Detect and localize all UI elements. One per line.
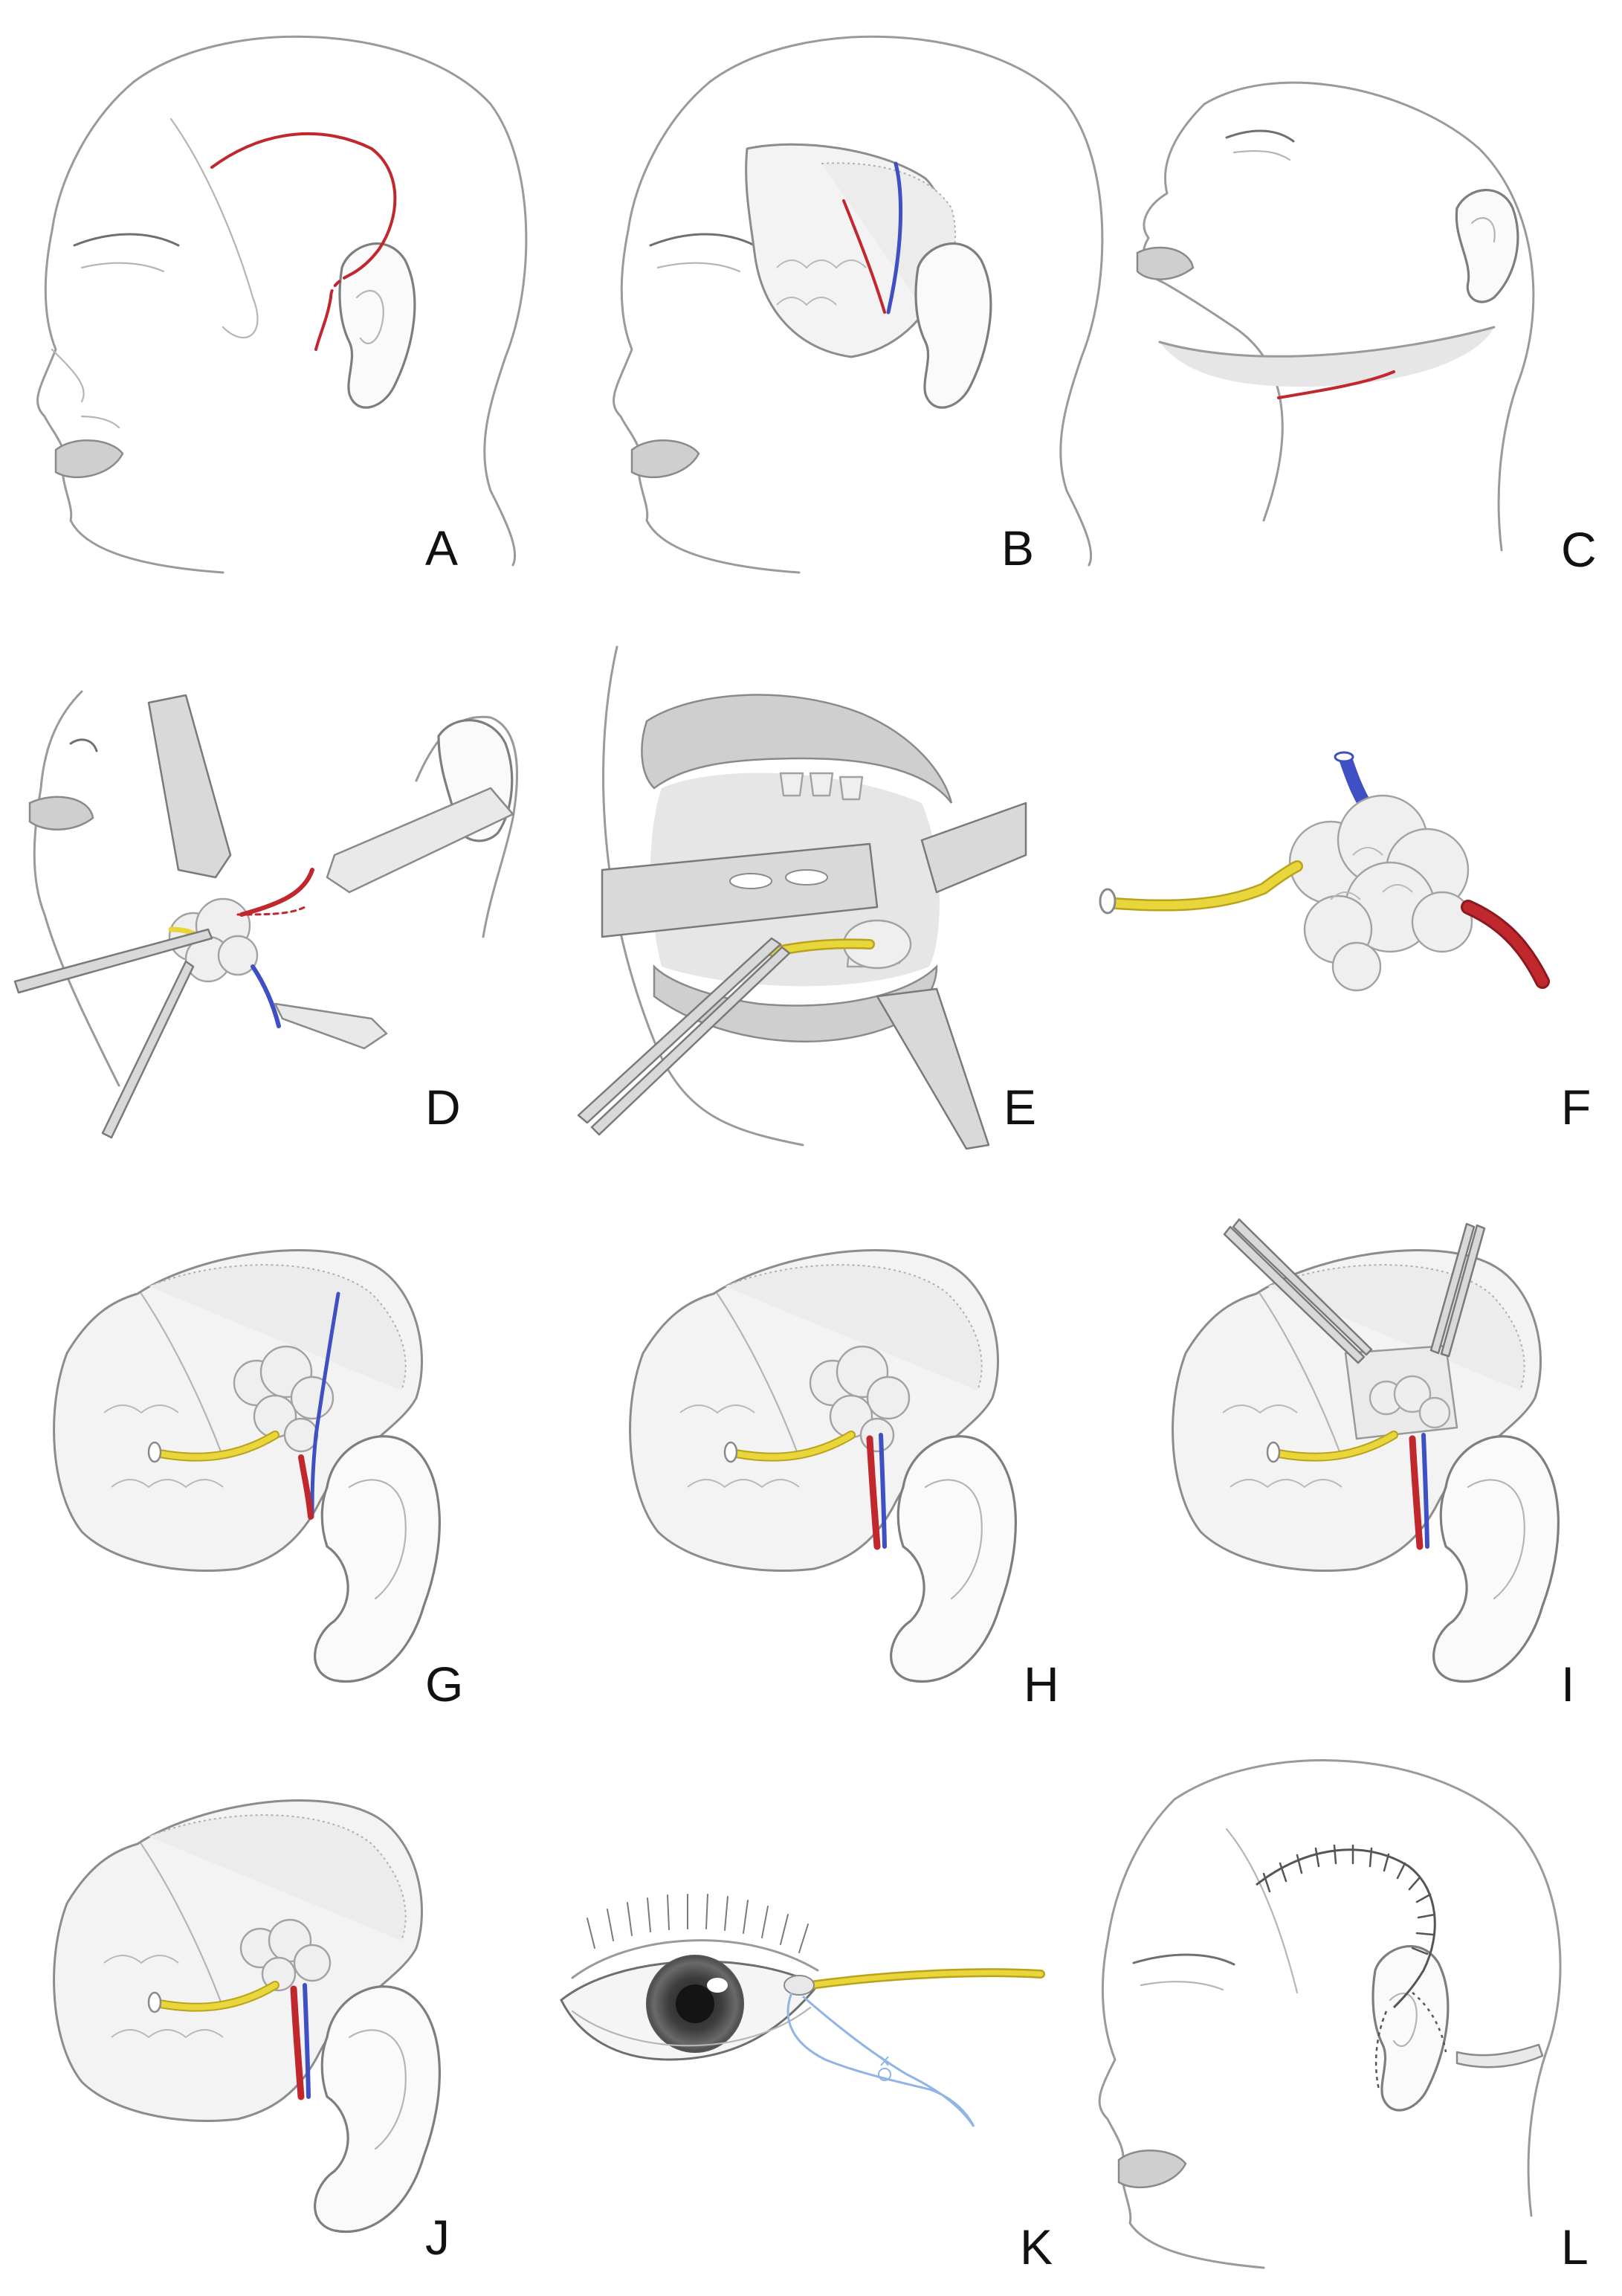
panel-label-e: E [1004, 1080, 1036, 1135]
panel-k: K [560, 1894, 1053, 2274]
suture [786, 1992, 975, 2127]
artery [290, 1985, 305, 2100]
panel-label-j: J [425, 2210, 450, 2265]
vein [303, 1983, 311, 2099]
sutured-incision [1256, 1848, 1436, 2009]
retractor [601, 842, 879, 938]
vein [879, 1433, 887, 1549]
panel-g: G [53, 1248, 463, 1712]
panel-label-f: F [1561, 1080, 1591, 1135]
panel-e: E [577, 645, 1036, 1150]
drain-tube [1455, 2043, 1544, 2068]
retractor [920, 802, 1027, 894]
artery [239, 868, 314, 917]
panel-label-d: D [425, 1080, 461, 1135]
gland [1288, 794, 1473, 992]
artery [866, 1435, 881, 1550]
forceps [1429, 1222, 1476, 1355]
vein [310, 1292, 340, 1519]
forceps [1223, 1225, 1366, 1364]
panel-i: I [1172, 1218, 1574, 1712]
artery [1409, 1435, 1424, 1550]
tweezers [577, 937, 782, 1124]
panel-label-i: I [1561, 1657, 1574, 1712]
gland [239, 1918, 332, 1992]
panel-label-c: C [1561, 522, 1597, 577]
panel-h: H [629, 1248, 1059, 1712]
panel-c: C [1136, 81, 1597, 577]
neck-incision-line [1277, 370, 1395, 399]
panel-j: J [53, 1799, 450, 2265]
incision-line [210, 132, 397, 277]
forceps [1440, 1224, 1486, 1358]
artery [298, 1454, 314, 1520]
panel-label-a: A [425, 520, 458, 575]
tweezers [590, 946, 791, 1136]
panel-a: A [36, 35, 528, 575]
upper-lip [641, 694, 953, 804]
panel-f: F [1099, 751, 1591, 1135]
gland [1369, 1375, 1451, 1429]
retractor [876, 987, 990, 1150]
panel-d: D [13, 690, 519, 1139]
vein [886, 161, 903, 315]
vein [251, 964, 281, 1028]
suture [802, 1995, 975, 2127]
panel-l: L [1098, 1759, 1589, 2274]
panel-label-h: H [1024, 1657, 1059, 1712]
forceps [101, 960, 195, 1139]
retractor [147, 694, 232, 879]
panel-label-k: K [1020, 2219, 1053, 2274]
artery [842, 199, 886, 314]
gland [809, 1345, 911, 1453]
panel-b: B [613, 35, 1104, 575]
vein [1421, 1433, 1429, 1549]
forceps [13, 928, 213, 994]
panel-label-b: B [1001, 520, 1034, 575]
forceps [1232, 1218, 1373, 1356]
panel-label-g: G [425, 1657, 463, 1712]
panel-label-l: L [1561, 2219, 1589, 2274]
clamp [274, 1002, 388, 1050]
retractor [326, 787, 514, 894]
